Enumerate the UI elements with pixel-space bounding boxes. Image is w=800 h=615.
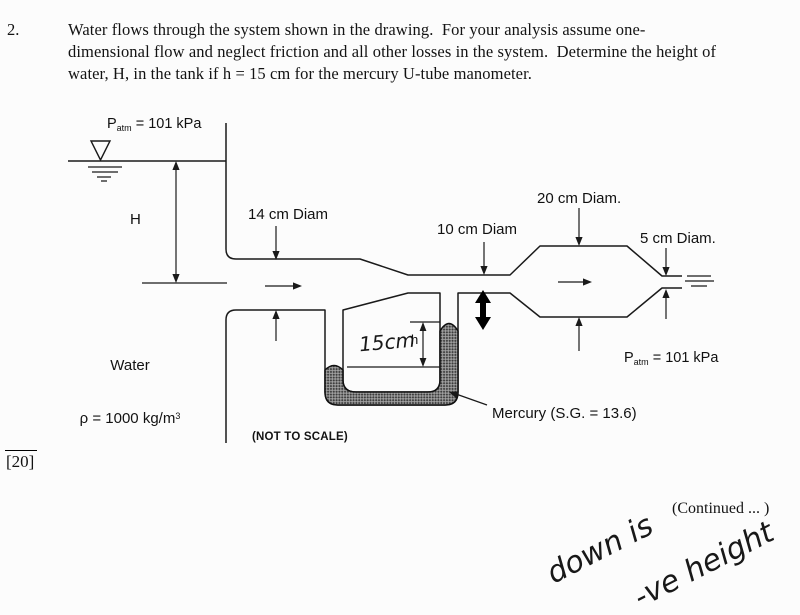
mercury-leader-arrow (449, 391, 488, 406)
question-line-1: Water flows through the system shown in … (68, 20, 646, 39)
dimension-H-arrow (142, 161, 227, 284)
dimension-5cm-arrows (662, 248, 670, 319)
flow-arrow-left (265, 282, 302, 290)
flow-arrow-right (558, 278, 592, 286)
dimension-20cm-arrows (575, 208, 583, 351)
water-title: Water (110, 357, 150, 374)
continued-label: (Continued ... ) (672, 500, 770, 517)
not-to-scale-label: (NOT TO SCALE) (252, 431, 348, 443)
patm-right-label: Patm = 101 kPa (624, 350, 719, 367)
h-symbol-label: h (411, 332, 419, 347)
diam-20cm-label: 20 cm Diam. (537, 190, 622, 207)
handwritten-updown-arrow (475, 290, 491, 330)
dimension-10cm-arrow (480, 242, 488, 275)
height-H-label: H (130, 211, 141, 228)
diam-14cm-label: 14 cm Diam (248, 206, 329, 223)
question-line-3: water, H, in the tank if h = 15 cm for t… (68, 64, 533, 83)
mercury-label: Mercury (S.G. = 13.6) (492, 405, 637, 422)
mercury-fluid (324, 322, 459, 406)
marks-badge: [20] (5, 450, 38, 472)
question-number: 2. (7, 20, 20, 39)
dimension-h-arrow (347, 321, 440, 368)
diam-10cm-label: 10 cm Diam (437, 221, 518, 238)
pipe-top-wall (225, 123, 682, 277)
exit-jet-hatch-icon (685, 275, 714, 287)
water-properties-label: Water ρ = 1000 kg/m3 (58, 323, 202, 461)
diam-5cm-label: 5 cm Diam. (640, 230, 716, 247)
surface-level-icon (88, 140, 122, 182)
question-line-2: dimensional flow and neglect friction an… (68, 42, 717, 61)
water-density: ρ = 1000 kg/m3 (79, 410, 181, 427)
patm-left-label: Patm = 101 kPa (107, 116, 202, 133)
handwritten-15cm: 15cm (358, 327, 416, 357)
dimension-14cm-arrows (272, 226, 280, 341)
